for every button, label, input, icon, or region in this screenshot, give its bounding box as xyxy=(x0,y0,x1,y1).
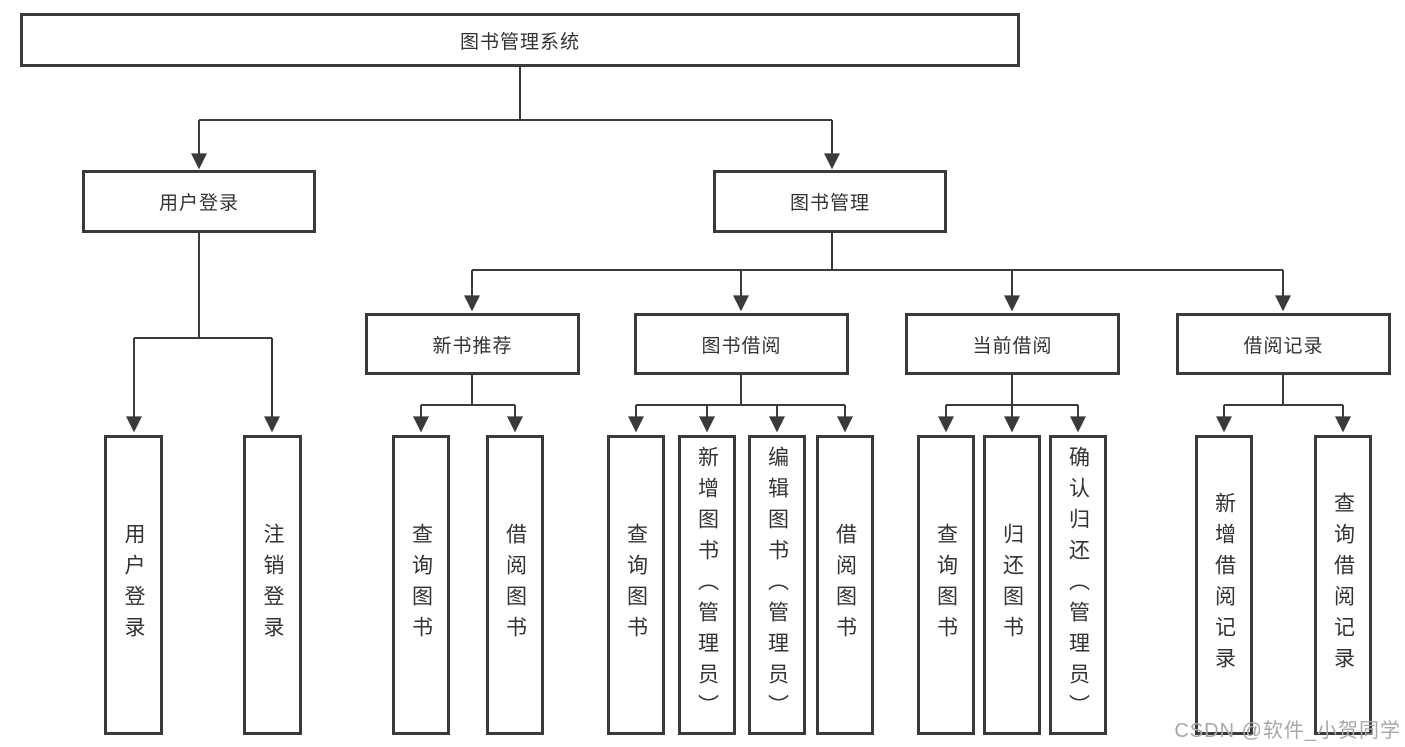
leaf-query-borrow-record: 查询借阅记录 xyxy=(1314,435,1372,735)
leaf-confirm-return-admin: 确认归还（管理员） xyxy=(1049,435,1107,735)
node-current-borrowing: 当前借阅 xyxy=(905,313,1120,375)
leaf-add-books-admin: 新增图书（管理员） xyxy=(678,435,736,735)
leaf-return-books: 归还图书 xyxy=(983,435,1041,735)
node-book-borrowing: 图书借阅 xyxy=(634,313,849,375)
leaf-borrow-books-borrowing: 借阅图书 xyxy=(816,435,874,735)
leaf-add-borrow-record: 新增借阅记录 xyxy=(1195,435,1253,735)
leaf-query-books-current: 查询图书 xyxy=(917,435,975,735)
watermark: CSDN @软件_小贺同学 xyxy=(1174,720,1401,742)
leaf-logout: 注销登录 xyxy=(243,435,302,735)
leaf-user-login: 用户登录 xyxy=(104,435,163,735)
leaf-edit-books-admin: 编辑图书（管理员） xyxy=(748,435,806,735)
node-book-management: 图书管理 xyxy=(713,170,947,233)
node-new-book-recommendation: 新书推荐 xyxy=(365,313,580,375)
leaf-query-books-recommend: 查询图书 xyxy=(392,435,450,735)
leaf-query-books-borrowing: 查询图书 xyxy=(607,435,665,735)
node-borrowing-records: 借阅记录 xyxy=(1176,313,1391,375)
node-root: 图书管理系统 xyxy=(20,13,1020,67)
leaf-borrow-books-recommend: 借阅图书 xyxy=(486,435,544,735)
node-user-login: 用户登录 xyxy=(82,170,316,233)
